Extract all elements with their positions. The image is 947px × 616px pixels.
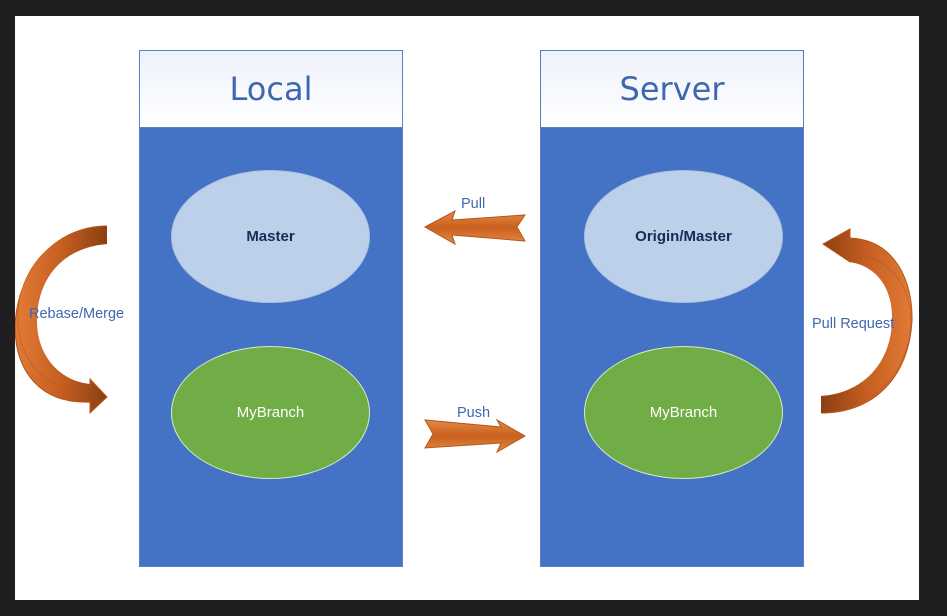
server-branch-node: MyBranch [584, 346, 783, 479]
push-arrow [424, 418, 527, 454]
arrows-layer [15, 209, 913, 454]
server-column: Server Origin/Master MyBranch [540, 50, 804, 567]
rebase-merge-arrow-body [18, 226, 108, 391]
rebase-merge-label: Rebase/Merge [29, 306, 125, 322]
server-master-node: Origin/Master [584, 170, 783, 303]
local-branch-node: MyBranch [171, 346, 370, 479]
local-column: Local Master MyBranch [139, 50, 403, 567]
push-label: Push [457, 405, 491, 421]
pull-request-label: Pull Request [812, 316, 895, 332]
pull-arrow [423, 209, 526, 246]
pull-label: Pull [461, 196, 486, 212]
diagram-canvas: Local Master MyBranch Server Origin/Mast… [15, 16, 919, 600]
pull-request-arrow-body [821, 254, 911, 413]
local-master-node: Master [171, 170, 370, 303]
local-title: Local [140, 51, 402, 128]
server-title: Server [541, 51, 803, 128]
